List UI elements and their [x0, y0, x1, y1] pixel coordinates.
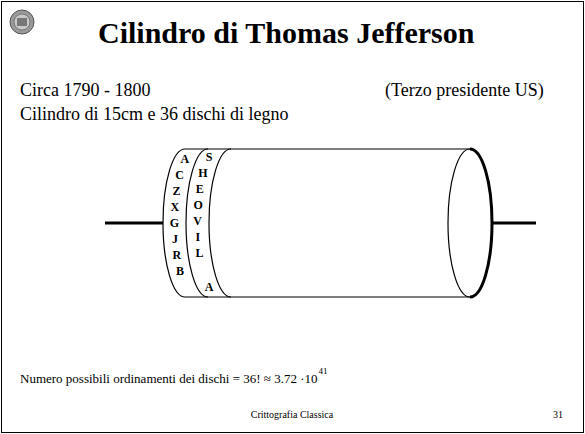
disc-letter: A	[181, 153, 190, 167]
note: (Terzo presidente US)	[385, 80, 544, 101]
disc-letter: O	[193, 199, 202, 213]
footer-text: Crittografia Classica	[251, 409, 333, 421]
disc-letter: I	[196, 231, 201, 245]
disc-letter: X	[171, 201, 180, 215]
disc-edge	[209, 149, 231, 297]
disc-letter: Z	[173, 185, 181, 199]
disc-letter: J	[172, 233, 178, 247]
slide-title: Cilindro di Thomas Jefferson	[98, 16, 474, 51]
exponent: 41	[319, 366, 328, 376]
disc-letter: E	[196, 183, 204, 197]
disc-letter: B	[176, 265, 184, 279]
axle-left	[105, 222, 163, 225]
cylinder	[105, 149, 536, 297]
axle-right	[492, 222, 536, 225]
description: Cilindro di 15cm e 36 dischi di legno	[20, 104, 288, 125]
disc-letter: V	[193, 215, 202, 229]
disc-letter: L	[196, 247, 204, 261]
cylinder-end	[448, 149, 470, 297]
formula: Numero possibili ordinamenti dei dischi …	[20, 372, 318, 387]
disc-letter: A	[205, 281, 214, 295]
cylinder-end-rim	[470, 149, 492, 297]
disc-edge	[163, 149, 185, 297]
disc-edge	[186, 149, 208, 297]
disc-letter: H	[198, 167, 207, 181]
disc-letter: G	[170, 217, 179, 231]
disc-letter: C	[175, 169, 184, 183]
disc-letter: R	[172, 249, 181, 263]
date-range: Circa 1790 - 1800	[20, 80, 150, 101]
disc-letter: S	[206, 151, 213, 165]
slide-number: 31	[553, 409, 563, 421]
logo-emblem	[10, 10, 34, 34]
